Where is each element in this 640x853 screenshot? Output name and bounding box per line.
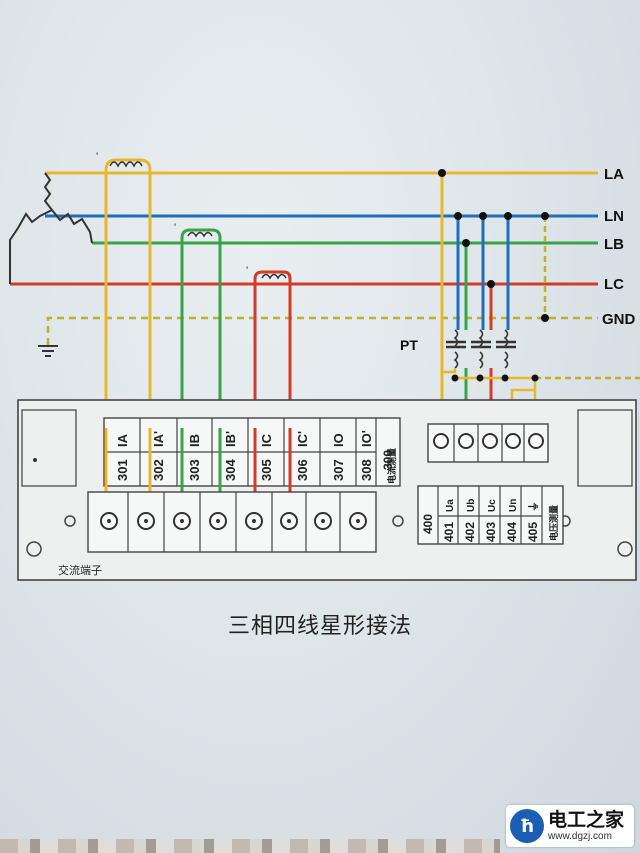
term-ib: IB	[187, 434, 202, 447]
term-305: 305	[259, 459, 274, 481]
term-303: 303	[187, 459, 202, 481]
junction-dots	[438, 169, 549, 322]
label-lc: LC	[604, 276, 624, 293]
ground-icon	[38, 345, 58, 357]
svg-text:': '	[246, 265, 248, 277]
term-304: 304	[223, 459, 238, 481]
term-ib-prime: IB'	[223, 431, 238, 447]
label-la: LA	[604, 166, 624, 183]
current-group-number: 300	[381, 450, 395, 470]
current-group-label: 电流测量	[386, 448, 398, 484]
voltage-label-strip	[417, 485, 564, 545]
term-308: 308	[359, 459, 374, 481]
label-ln: LN	[604, 208, 624, 225]
voltage-group-label: 电压测量	[548, 505, 560, 541]
term-301: 301	[115, 459, 130, 481]
panel-label: 交流端子	[58, 563, 102, 577]
svg-text:': '	[96, 151, 98, 163]
term-io-prime: IO'	[359, 430, 374, 447]
term-io: IO	[331, 433, 346, 447]
logo-name: 电工之家	[548, 808, 625, 831]
site-logo[interactable]: ħ 电工之家 www.dgzj.com	[506, 805, 634, 847]
term-un: Un	[508, 499, 519, 512]
term-ia: IA	[115, 433, 130, 447]
term-405: 405	[526, 522, 540, 542]
logo-url: www.dgzj.com	[548, 830, 612, 842]
term-402: 402	[463, 522, 477, 542]
term-uc: Uc	[487, 499, 498, 512]
mount-holes	[26, 515, 633, 557]
term-401: 401	[442, 522, 456, 542]
term-ia-prime: IA'	[151, 431, 166, 447]
term-ic-prime: IC'	[295, 431, 310, 447]
label-lb: LB	[604, 236, 624, 253]
term-404: 404	[505, 522, 519, 542]
voltage-group-number: 400	[421, 514, 435, 534]
label-pt: PT	[400, 337, 418, 353]
current-terminal-block	[87, 491, 377, 553]
svg-text:': '	[174, 222, 176, 234]
logo-icon: ħ	[510, 809, 544, 843]
line-gnd	[46, 316, 598, 345]
ct-coil-c-icon	[253, 270, 292, 428]
term-302: 302	[151, 459, 166, 481]
label-gnd: GND	[602, 311, 636, 328]
term-403: 403	[484, 522, 498, 542]
ct-coil-a-icon	[104, 158, 152, 428]
term-307: 307	[331, 459, 346, 481]
pt-coil-icon	[446, 329, 516, 369]
term-ic: IC	[259, 433, 274, 447]
star-source-icon	[9, 172, 93, 284]
term-ground: ⏚	[527, 501, 540, 512]
term-ua: Ua	[445, 499, 456, 512]
diagram-caption: 三相四线星形接法	[227, 614, 412, 639]
ct-coil-b-icon	[180, 228, 222, 428]
term-ub: Ub	[466, 499, 477, 512]
voltage-screws	[433, 433, 544, 449]
photo-edge-strip	[0, 839, 500, 853]
term-306: 306	[295, 459, 310, 481]
